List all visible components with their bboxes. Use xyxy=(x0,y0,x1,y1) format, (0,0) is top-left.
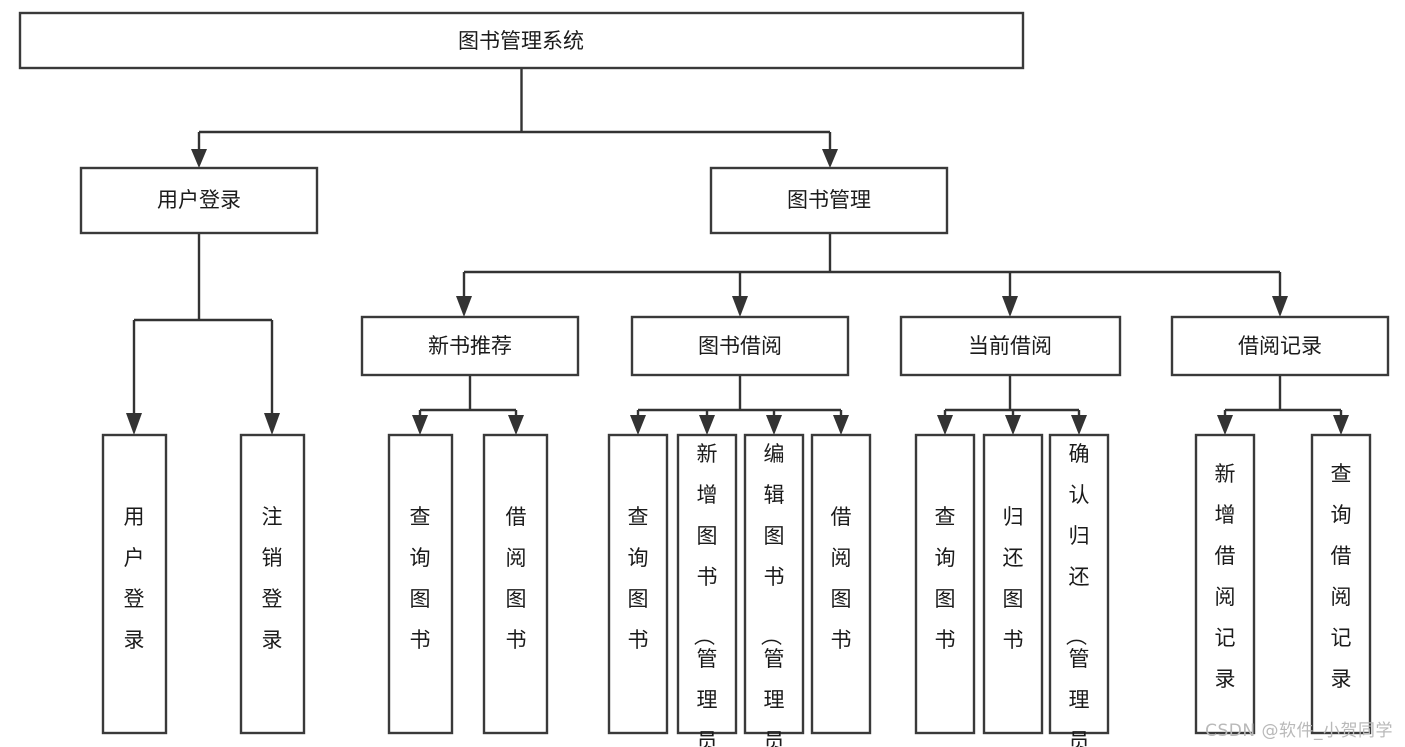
node-user-login[interactable]: 用户登录 xyxy=(79,166,319,235)
node-book-borrow-label: 图书借阅 xyxy=(698,334,782,358)
arrow-head-leaf-add-book xyxy=(699,415,715,435)
node-leaf-add-borrow-record-box[interactable] xyxy=(1194,433,1256,735)
arrow-head-borrow-records xyxy=(1272,296,1288,317)
arrow-head-leaf-return-book xyxy=(1005,415,1021,435)
node-book-borrow-box[interactable] xyxy=(630,315,850,377)
arrow-head-leaf-query-book-b xyxy=(630,415,646,435)
node-leaf-borrow-book-borrow[interactable]: 借阅图书 xyxy=(810,433,872,735)
node-leaf-edit-book-admin[interactable]: 编辑图书（管理员） xyxy=(743,433,805,747)
arrow-head-leaf-borrow-book-b xyxy=(833,415,849,435)
node-leaf-add-book-admin-box[interactable] xyxy=(676,433,738,735)
node-borrow-records-label: 借阅记录 xyxy=(1238,334,1322,358)
node-leaf-edit-book-admin-box[interactable] xyxy=(743,433,805,735)
node-leaf-add-book-admin[interactable]: 新增图书（管理员） xyxy=(676,433,738,747)
node-leaf-query-book-borrow-box[interactable] xyxy=(607,433,669,735)
connector-group-book-mgmt xyxy=(456,233,1288,317)
node-root-system-label: 图书管理系统 xyxy=(458,29,584,53)
node-leaf-user-login[interactable]: 用户登录 xyxy=(101,433,168,735)
node-leaf-add-book-admin-label: 新增图书（管理员） xyxy=(692,442,718,747)
arrow-head-leaf-add-record xyxy=(1217,415,1233,435)
node-new-book-recommend-label: 新书推荐 xyxy=(428,334,512,358)
node-leaf-query-borrow-record-box[interactable] xyxy=(1310,433,1372,735)
node-leaf-logout-label: 注销登录 xyxy=(262,505,283,652)
node-leaf-user-login-label: 用户登录 xyxy=(124,505,145,652)
node-borrow-records[interactable]: 借阅记录 xyxy=(1170,315,1390,377)
node-current-borrow-box[interactable] xyxy=(899,315,1122,377)
node-leaf-query-book-new-box[interactable] xyxy=(387,433,454,735)
arrow-head-current-borrow xyxy=(1002,296,1018,317)
node-leaf-confirm-return-admin-box[interactable] xyxy=(1048,433,1110,735)
node-leaf-return-book-box[interactable] xyxy=(982,433,1044,735)
node-leaf-user-login-box[interactable] xyxy=(101,433,168,735)
node-leaf-borrow-book-borrow-label: 借阅图书 xyxy=(831,505,852,652)
node-leaf-query-book-current[interactable]: 查询图书 xyxy=(914,433,976,735)
connector-group-new-books xyxy=(412,375,524,435)
connector-group-borrow-records xyxy=(1217,375,1349,435)
node-leaf-borrow-book-new-label: 借阅图书 xyxy=(506,505,527,652)
node-leaf-query-borrow-record[interactable]: 查询借阅记录 xyxy=(1310,433,1372,735)
node-borrow-records-box[interactable] xyxy=(1170,315,1390,377)
arrow-head-leaf-borrow-book-a xyxy=(508,415,524,435)
node-user-login-label: 用户登录 xyxy=(157,188,241,212)
node-leaf-query-book-current-label: 查询图书 xyxy=(935,505,956,652)
node-leaf-add-borrow-record[interactable]: 新增借阅记录 xyxy=(1194,433,1256,735)
arrow-head-leaf-logout xyxy=(264,413,280,435)
arrow-head-leaf-user-login xyxy=(126,413,142,435)
node-new-book-recommend-box[interactable] xyxy=(360,315,580,377)
node-root-system[interactable]: 图书管理系统 xyxy=(18,11,1025,70)
node-current-borrow[interactable]: 当前借阅 xyxy=(899,315,1122,377)
arrow-head-new-books xyxy=(456,296,472,317)
node-leaf-query-borrow-record-label: 查询借阅记录 xyxy=(1331,462,1352,691)
node-book-management-box[interactable] xyxy=(709,166,949,235)
node-book-management[interactable]: 图书管理 xyxy=(709,166,949,235)
node-leaf-logout-box[interactable] xyxy=(239,433,306,735)
connector-group-user-login xyxy=(126,233,280,435)
connector-group-book-borrow xyxy=(630,375,849,435)
arrow-head-book-mgmt xyxy=(822,149,838,168)
node-leaf-query-book-current-box[interactable] xyxy=(914,433,976,735)
arrow-head-book-borrow xyxy=(732,296,748,317)
node-leaf-query-book-new[interactable]: 查询图书 xyxy=(387,433,454,735)
arrow-head-leaf-query-record xyxy=(1333,415,1349,435)
arrow-head-leaf-edit-book xyxy=(766,415,782,435)
connector-group-current-borrow xyxy=(937,375,1087,435)
node-leaf-query-book-borrow[interactable]: 查询图书 xyxy=(607,433,669,735)
node-leaf-add-borrow-record-label: 新增借阅记录 xyxy=(1215,462,1236,691)
node-leaf-borrow-book-new-box[interactable] xyxy=(482,433,549,735)
node-book-borrow[interactable]: 图书借阅 xyxy=(630,315,850,377)
node-book-management-label: 图书管理 xyxy=(787,188,871,212)
arrow-head-user-login xyxy=(191,149,207,168)
arrow-head-leaf-confirm-return xyxy=(1071,415,1087,435)
node-leaf-confirm-return-admin-label: 确认归还（管理员） xyxy=(1064,442,1090,747)
node-leaf-logout[interactable]: 注销登录 xyxy=(239,433,306,735)
connector-group-root xyxy=(191,68,838,168)
node-leaf-edit-book-admin-label: 编辑图书（管理员） xyxy=(759,442,785,747)
node-leaf-return-book[interactable]: 归还图书 xyxy=(982,433,1044,735)
node-root-system-box[interactable] xyxy=(18,11,1025,70)
node-leaf-borrow-book-borrow-box[interactable] xyxy=(810,433,872,735)
node-leaf-query-book-new-label: 查询图书 xyxy=(410,505,431,652)
node-user-login-box[interactable] xyxy=(79,166,319,235)
node-current-borrow-label: 当前借阅 xyxy=(968,334,1052,358)
node-leaf-confirm-return-admin[interactable]: 确认归还（管理员） xyxy=(1048,433,1110,747)
node-leaf-query-book-borrow-label: 查询图书 xyxy=(628,505,649,652)
node-new-book-recommend[interactable]: 新书推荐 xyxy=(360,315,580,377)
arrow-head-leaf-query-book-c xyxy=(937,415,953,435)
arrow-head-leaf-query-book-a xyxy=(412,415,428,435)
node-leaf-return-book-label: 归还图书 xyxy=(1003,505,1024,652)
node-leaf-borrow-book-new[interactable]: 借阅图书 xyxy=(482,433,549,735)
